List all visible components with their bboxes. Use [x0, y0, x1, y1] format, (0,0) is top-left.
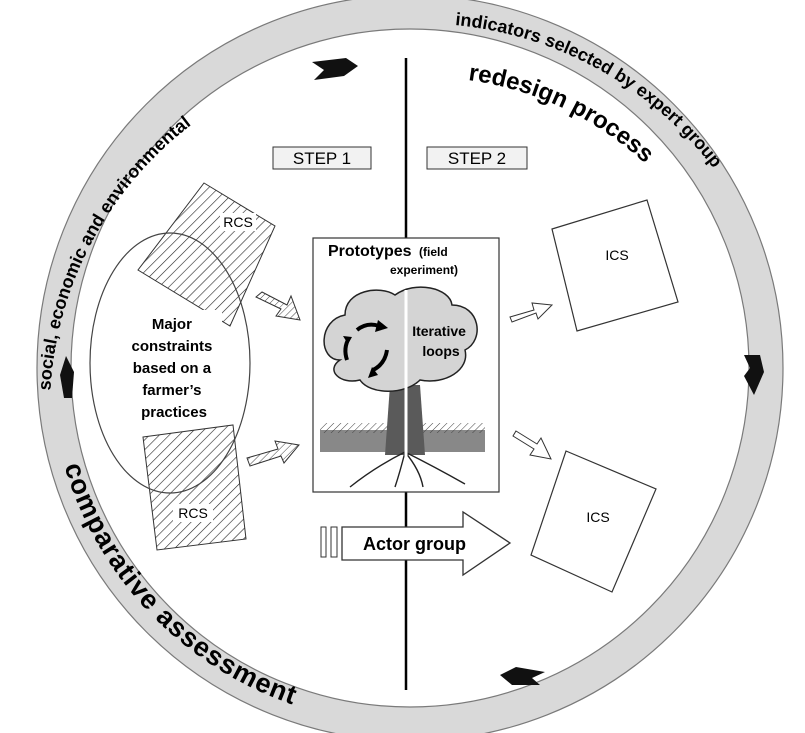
ics-top-label: ICS: [605, 247, 628, 263]
step1-label: STEP 1: [293, 149, 351, 168]
prototype-subtitle: experiment): [390, 263, 458, 277]
actor-group-label: Actor group: [363, 534, 466, 554]
step2-box: STEP 2: [426, 146, 528, 170]
constraints-ellipse: Major constraints based on a farmer’s pr…: [89, 232, 251, 494]
rcs-box-bottom: RCS: [142, 424, 247, 551]
arrow-rcs-bottom-to-prototype-icon: [246, 440, 300, 467]
prototype-title: Prototypes (field: [328, 243, 448, 260]
rcs-box-top: RCS: [137, 182, 276, 327]
ring-arrow-left-icon: [60, 356, 74, 398]
arrow-rcs-top-to-prototype-icon: [255, 291, 301, 321]
ics-box-bottom: ICS: [530, 450, 657, 593]
ics-bottom-label: ICS: [586, 509, 609, 525]
rcs-top-label: RCS: [223, 214, 253, 230]
prototype-box: Prototypes (field experiment) Iterative: [312, 237, 500, 493]
actor-group-arrow: Actor group: [320, 510, 512, 577]
ring-arrow-top-icon: [312, 58, 358, 80]
rcs-bottom-label: RCS: [178, 505, 208, 521]
tree-illustration: [320, 286, 485, 488]
constraints-text: Major constraints based on a farmer’s pr…: [131, 316, 216, 421]
arrow-to-ics-bottom-icon: [512, 430, 552, 460]
step1-box: STEP 1: [272, 146, 372, 170]
ics-box-top: ICS: [551, 199, 679, 332]
ring-arrow-right-icon: [744, 355, 764, 395]
iterative-loops-text: Iterative loops: [412, 323, 470, 359]
step2-label: STEP 2: [448, 149, 506, 168]
arrow-to-ics-top-icon: [509, 302, 554, 323]
ring-arrow-bottom-icon: [500, 667, 545, 685]
